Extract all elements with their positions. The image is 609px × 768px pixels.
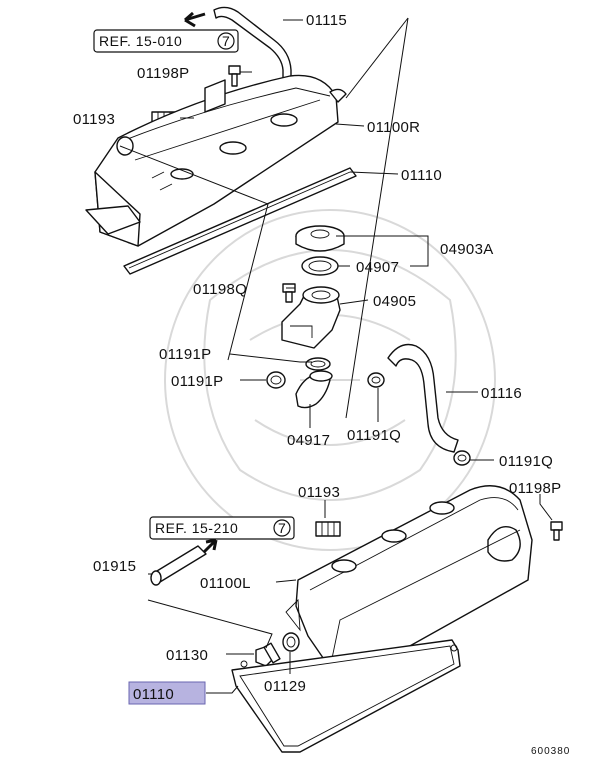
arrow-ref-bottom xyxy=(202,538,218,554)
valve-cover-01100R[interactable] xyxy=(85,74,347,247)
arrow-ref-top xyxy=(184,11,206,28)
ref-top-number: 7 xyxy=(222,33,230,49)
label-01115[interactable]: 01115 xyxy=(306,12,347,29)
bolt-01198Q[interactable] xyxy=(282,283,296,303)
pcv-valve-01130[interactable] xyxy=(255,642,281,667)
o-ring-04907[interactable] xyxy=(301,256,339,276)
ref-bottom-number: 7 xyxy=(278,520,286,536)
label-01191P-a[interactable]: 01191P xyxy=(159,346,211,363)
label-01129[interactable]: 01129 xyxy=(264,678,306,695)
reference-box-top[interactable]: REF. 15-010 7 xyxy=(93,29,239,53)
part-labels: 01115 01198P 01193 01100R 01110 04903A 0… xyxy=(73,12,570,757)
highlight-box xyxy=(128,681,206,705)
oil-filler-neck-04905[interactable] xyxy=(281,286,341,349)
clamp-01191P-a[interactable] xyxy=(305,357,331,371)
label-01198P-bottom[interactable]: 01198P xyxy=(509,480,561,497)
label-01191Q-a[interactable]: 01191Q xyxy=(347,427,401,444)
label-01191P-b[interactable]: 01191P xyxy=(171,373,223,390)
leader-lines xyxy=(119,17,553,694)
label-01193-top[interactable]: 01193 xyxy=(73,111,115,128)
label-04905[interactable]: 04905 xyxy=(373,293,416,310)
label-01100R[interactable]: 01100R xyxy=(367,119,420,136)
label-01198P-top[interactable]: 01198P xyxy=(137,65,189,82)
label-01198Q[interactable]: 01198Q xyxy=(193,281,247,298)
oil-filler-cap-04903A[interactable] xyxy=(295,225,345,252)
grommet-01129[interactable] xyxy=(282,632,300,652)
label-01915[interactable]: 01915 xyxy=(93,558,136,575)
label-04907[interactable]: 04907 xyxy=(356,259,399,276)
clip-01193-bottom[interactable] xyxy=(315,521,341,537)
ref-top-text: REF. 15-010 xyxy=(99,33,182,49)
label-01116[interactable]: 01116 xyxy=(481,385,522,402)
label-01130[interactable]: 01130 xyxy=(166,647,208,664)
label-01191Q-b[interactable]: 01191Q xyxy=(499,453,553,470)
label-01110-top[interactable]: 01110 xyxy=(401,167,442,184)
label-01110-highlight[interactable]: 01110 xyxy=(133,686,174,703)
bolt-01198P-top[interactable] xyxy=(228,65,241,87)
diagram-code: 600380 xyxy=(531,746,570,757)
clamp-01191Q-a[interactable] xyxy=(367,372,385,388)
hose-01915[interactable] xyxy=(150,545,207,586)
bolt-01198P-bottom[interactable] xyxy=(550,521,563,541)
ref-bottom-text: REF. 15-210 xyxy=(155,520,238,536)
hose-01116[interactable] xyxy=(387,343,459,453)
gasket-01110-top[interactable] xyxy=(123,167,357,275)
gasket-01110-bottom[interactable] xyxy=(231,639,461,753)
reference-box-bottom[interactable]: REF. 15-210 7 xyxy=(149,516,295,540)
label-01100L[interactable]: 01100L xyxy=(200,575,251,592)
label-04917[interactable]: 04917 xyxy=(287,432,330,449)
valve-cover-01100L[interactable] xyxy=(285,485,533,677)
clamp-01191P-b[interactable] xyxy=(266,371,286,389)
hose-04917[interactable] xyxy=(295,370,333,409)
clamp-01191Q-b[interactable] xyxy=(453,450,471,466)
label-04903A[interactable]: 04903A xyxy=(440,241,494,258)
label-01193-bottom[interactable]: 01193 xyxy=(298,484,340,501)
